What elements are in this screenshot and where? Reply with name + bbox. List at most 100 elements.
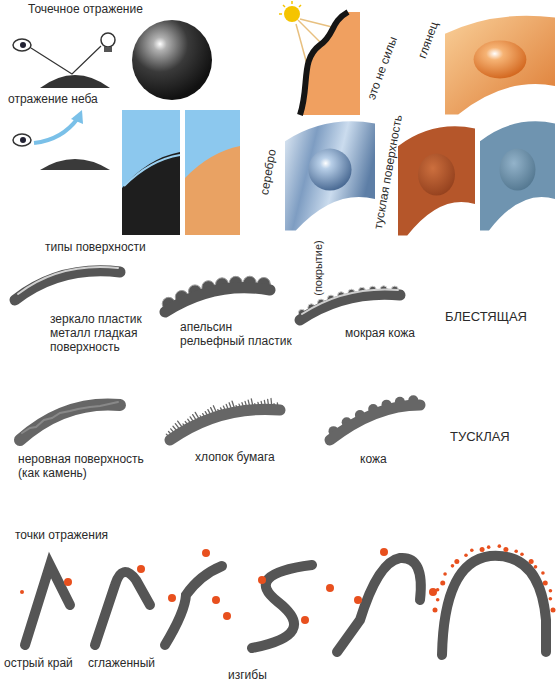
annotation-label: мокрая кожа [345,326,435,340]
reflection-points [429,588,437,596]
sky-reflection-scheme [124,155,180,186]
sky-reflection-scheme [71,110,83,124]
annotation-label: типы поверхности [45,240,205,254]
reflection-points [433,544,556,612]
surface-strokes [165,288,270,312]
sky-reflection-scheme [185,110,240,235]
annotation-label: серебро [257,148,279,196]
reflection-point [503,547,508,552]
point-reflection-scheme [13,39,31,51]
sun-edge-scheme [284,6,300,22]
annotation-label: хлопок бумага [195,450,285,464]
silver-sample [285,121,375,230]
reflection-points [223,612,231,620]
dull-brown-sample [418,154,455,196]
reflection-point [529,559,534,564]
point-reflection-scheme [31,46,101,74]
reflection-point [487,545,491,549]
annotation-label: отражение неба [8,92,123,106]
reflection-point [549,589,553,593]
reflection-points [212,596,220,604]
surface-strokes [20,404,120,440]
reflection-points [326,584,334,592]
gloss-sample [445,16,555,115]
reflection-points [301,616,309,624]
dull-blue-sample [500,149,536,191]
annotation-label: ТУСКЛАЯ [450,430,550,444]
surface-strokes [170,409,280,440]
reflection-point [436,588,440,592]
sun-edge-scheme [299,5,301,7]
reflection-strokes [165,566,222,645]
annotation-label: это не силы [364,35,400,102]
sun-edge-scheme [279,1,301,14]
sky-reflection-scheme [20,137,26,143]
sun-edge-scheme [279,13,282,15]
point-reflection-scheme [13,33,115,88]
sky-reflection-scheme [34,118,78,143]
reflection-points [64,578,72,586]
sky-reflection-scheme [40,159,110,170]
reflection-points [168,594,176,602]
annotation-label: кожа [360,452,420,466]
reflection-point [551,608,556,613]
sun-edge-scheme [279,1,360,115]
reflection-point [454,559,459,564]
reflection-strokes [25,565,70,645]
sky-reflection-scheme [185,146,240,235]
surface-strokes [18,267,118,294]
reflection-point [480,547,485,552]
annotation-label: точки отражения [15,528,165,542]
sky-reflection-scheme [13,134,31,146]
reflection-point [549,597,553,601]
surface-strokes [22,402,118,433]
dull-blue-sample [480,121,555,230]
reflection-points [202,549,210,557]
reflection-point [498,544,502,548]
glossy-sphere [132,20,212,100]
reflection-points [354,596,362,604]
annotation-label: глянец [415,20,441,60]
reflection-strokes [252,565,312,648]
dull-brown-sample [398,126,475,235]
reflection-strokes [337,558,421,652]
dull-blue-sample [480,121,555,230]
annotation-label: БЛЕСТЯЩАЯ [445,310,555,324]
sky-reflection-scheme [122,152,180,235]
annotation-label: Точечное отражение [28,2,158,16]
reflection-point [534,565,538,569]
reflection-strokes [25,556,546,655]
surface-strokes [15,267,420,440]
reflection-point [470,548,474,552]
annotation-label: сглаженный [88,656,178,670]
reflection-point [440,581,445,586]
surface-strokes [330,405,420,440]
reflection-point [433,608,438,613]
reflection-point [436,598,440,602]
sky-reflection-scheme [13,110,240,235]
sun-edge-scheme [300,12,360,115]
sun-edge-scheme [296,19,336,68]
annotation-label: апельсин рельефный пластик [180,320,298,348]
annotation-label: зеркало пластик металл гладкая поверхнос… [50,312,155,354]
point-reflection-scheme [20,42,26,48]
silver-sample [308,149,351,191]
gloss-sample [474,40,527,78]
annotation-label: неровная поверхность (как камень) [18,452,158,480]
sun-edge-scheme [283,5,285,7]
gloss-sample [445,16,555,115]
annotation-label: (покрытие) [311,240,325,296]
reflection-point [443,572,447,576]
dull-brown-sample [398,126,475,235]
reflection-points [20,590,24,594]
reflection-point [541,571,545,575]
reflection-point [451,564,455,568]
sun-edge-scheme [300,12,348,115]
point-reflection-scheme [101,33,115,47]
reflection-strokes [442,556,546,655]
annotation-label: изгибы [228,668,308,682]
sky-reflection-scheme [122,110,180,235]
reflection-point [520,553,524,557]
sun-edge-scheme [291,1,293,4]
